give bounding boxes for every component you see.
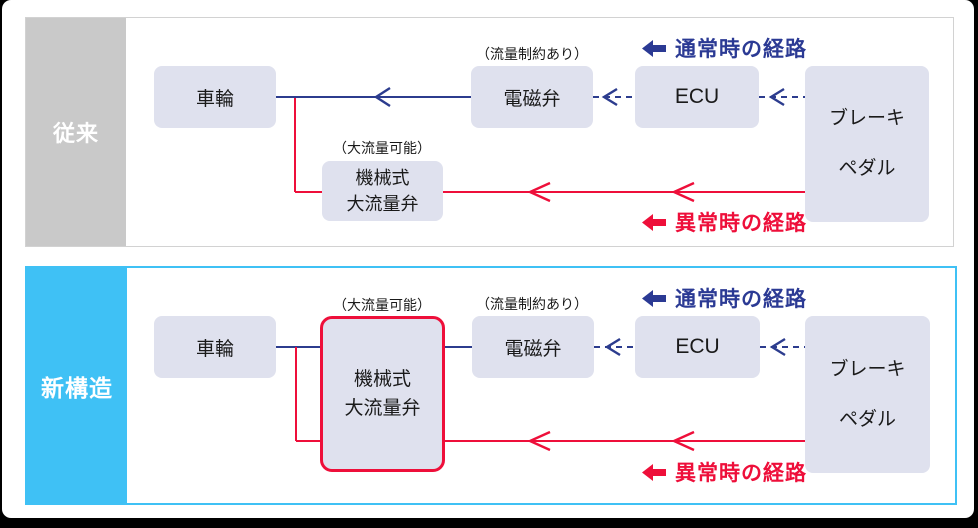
bold-left-arrow-icon <box>642 39 666 57</box>
flow-restriction-note: （流量制約あり） <box>476 46 588 62</box>
solenoid-valve-node: 電磁弁 <box>472 316 594 378</box>
conventional-normal-path <box>276 86 805 108</box>
bold-left-arrow-icon <box>642 289 666 307</box>
new-normal-path <box>276 337 805 357</box>
bold-left-arrow-icon <box>642 463 666 481</box>
new-abnormal-path <box>295 347 805 452</box>
legend-abnormal-label: 異常時の経路 <box>675 462 807 485</box>
ecu-node: ECU <box>635 316 760 378</box>
left-arrowhead-icon <box>769 337 786 357</box>
left-arrowhead-icon <box>768 87 785 107</box>
large-flow-note: （大流量可能） <box>333 297 431 313</box>
brake-pedal-node: ブレーキ ペダル <box>805 316 930 473</box>
left-arrowhead-icon <box>373 86 391 108</box>
legend-normal-path: 通常時の経路 <box>642 283 807 313</box>
legend-abnormal-label: 異常時の経路 <box>675 212 807 235</box>
left-arrowhead-icon <box>604 337 621 357</box>
bold-left-arrow-icon <box>642 213 666 231</box>
legend-abnormal-path: 異常時の経路 <box>642 457 807 487</box>
panel-new-label: 新構造 <box>27 268 127 503</box>
flow-restriction-note: （流量制約あり） <box>476 296 588 312</box>
panel-conventional: 従来 <box>25 17 954 247</box>
panel-new: 新構造 <box>25 266 957 505</box>
left-arrowhead-icon <box>671 430 695 452</box>
legend-abnormal-path: 異常時の経路 <box>642 207 807 237</box>
diagram-card: 従来 新構造 車輪 電磁弁 ECU ブレーキ ペダル 機械式 大流量弁 （流量制… <box>2 0 974 518</box>
solenoid-valve-node: 電磁弁 <box>471 66 593 128</box>
legend-normal-label: 通常時の経路 <box>675 38 807 61</box>
wheel-node: 車輪 <box>154 66 276 128</box>
ecu-node: ECU <box>635 66 759 128</box>
left-arrowhead-icon <box>527 430 551 452</box>
panel-conventional-label: 従来 <box>26 18 126 246</box>
mechanical-valve-node-highlighted: 機械式 大流量弁 <box>320 316 445 472</box>
legend-normal-path: 通常時の経路 <box>642 33 807 63</box>
left-arrowhead-icon <box>527 181 551 203</box>
legend-normal-label: 通常時の経路 <box>675 288 807 311</box>
mechanical-valve-node: 機械式 大流量弁 <box>322 161 443 221</box>
left-arrowhead-icon <box>601 87 618 107</box>
large-flow-note: （大流量可能） <box>333 140 431 156</box>
left-arrowhead-icon <box>671 181 695 203</box>
wheel-node: 車輪 <box>154 316 276 378</box>
brake-pedal-node: ブレーキ ペダル <box>805 66 929 222</box>
